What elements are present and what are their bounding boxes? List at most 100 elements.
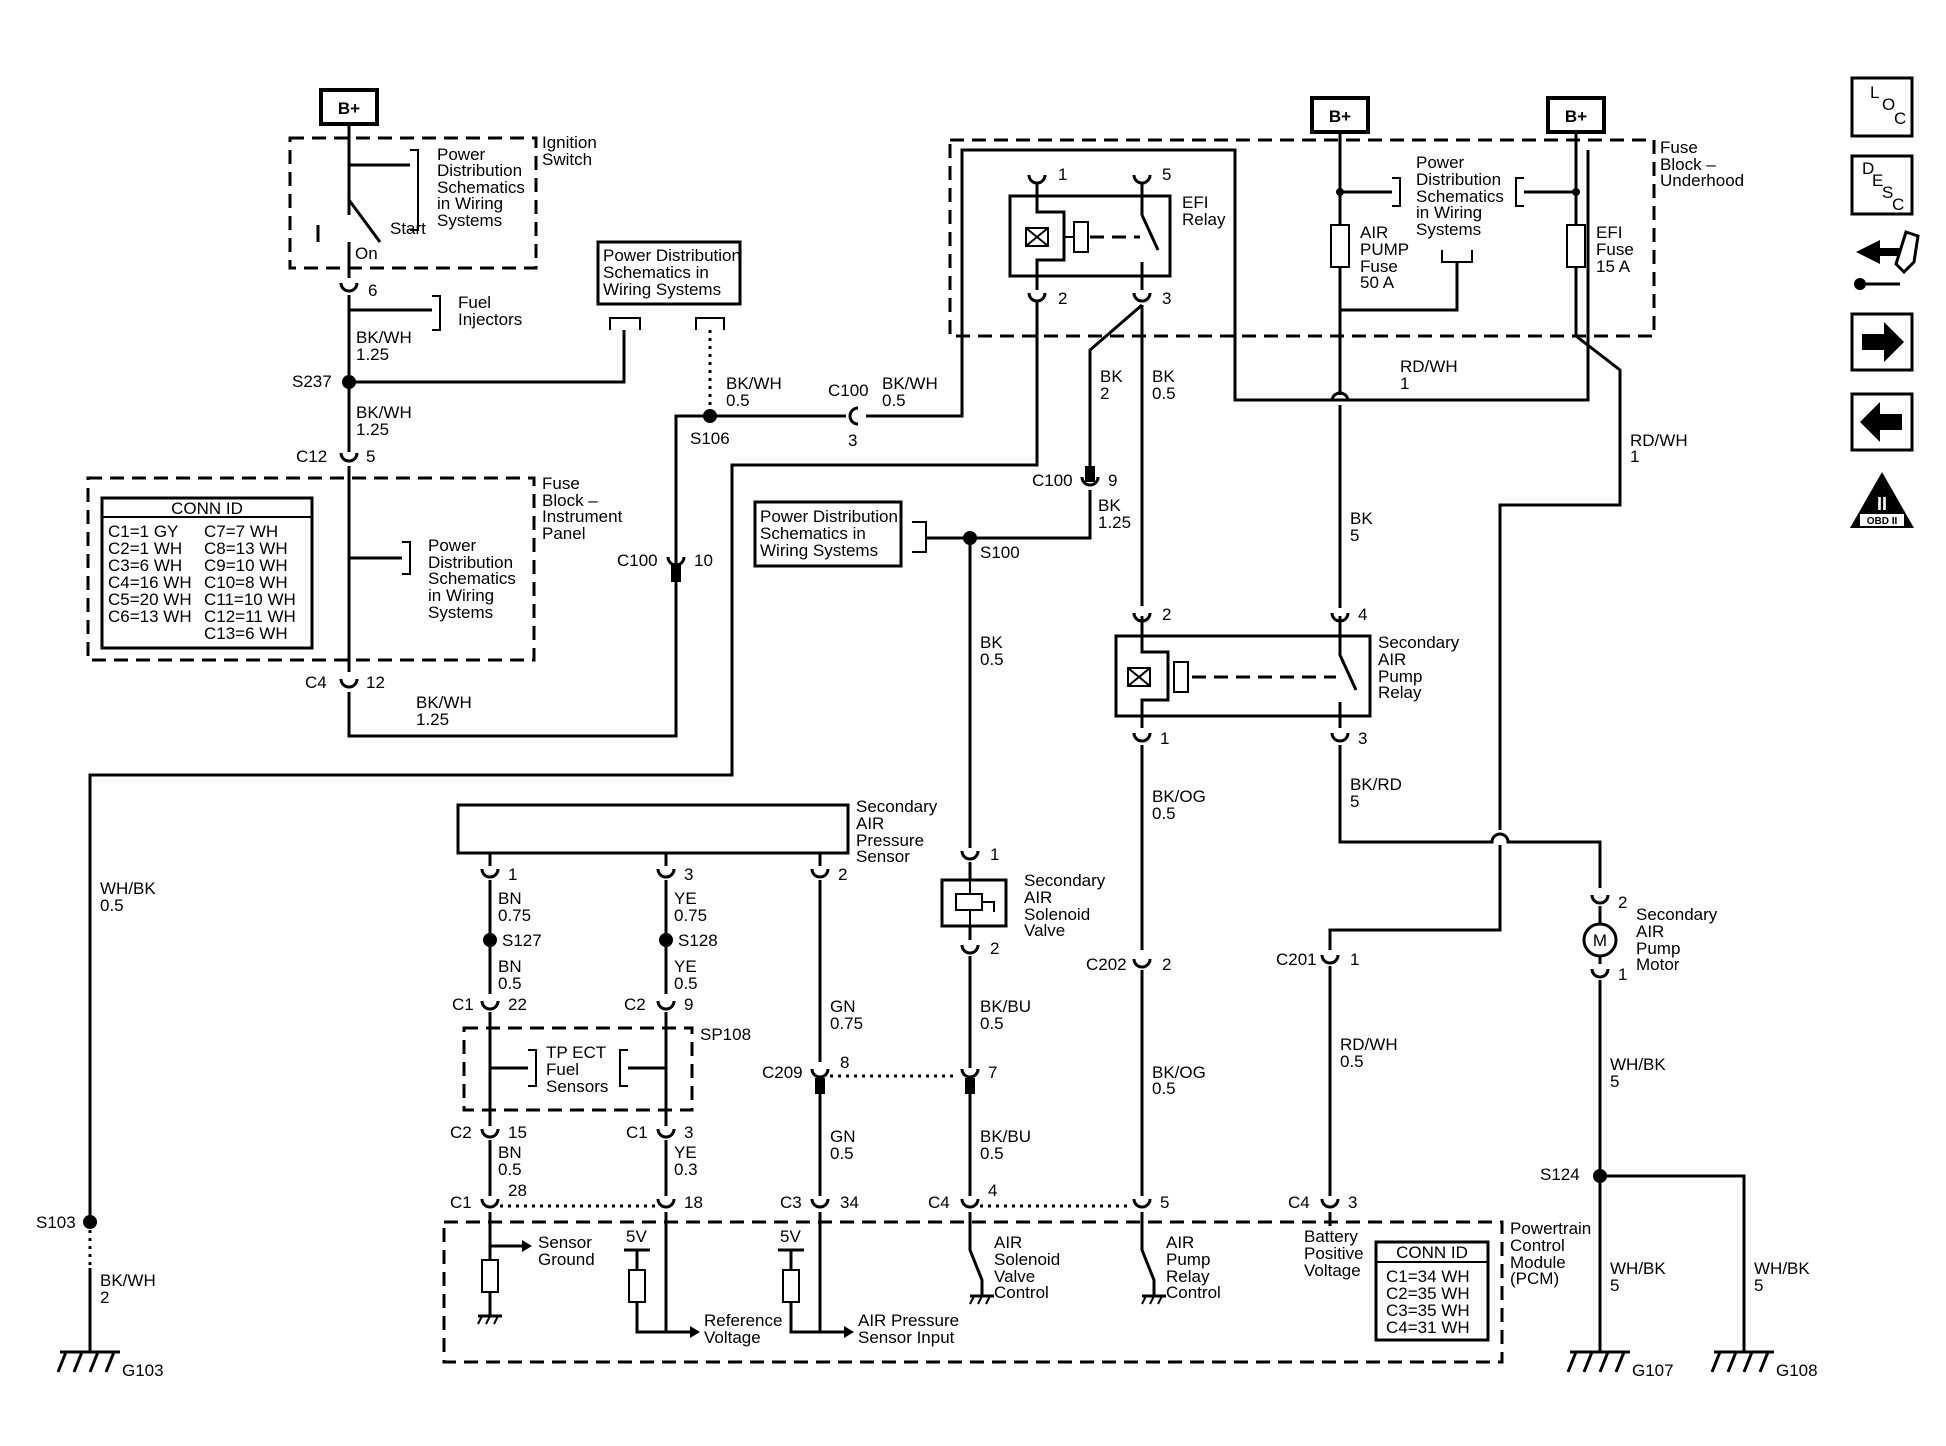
svg-text:Solenoid: Solenoid — [994, 1250, 1060, 1269]
svg-text:2: 2 — [1618, 893, 1627, 912]
svg-text:0.5: 0.5 — [1340, 1052, 1364, 1071]
svg-text:0.3: 0.3 — [674, 1160, 698, 1179]
svg-text:0.5: 0.5 — [980, 1014, 1004, 1033]
svg-text:Distribution: Distribution — [437, 161, 522, 180]
conn-id-entry: C3=6 WH — [108, 556, 182, 575]
svg-text:15: 15 — [508, 1123, 527, 1142]
svg-text:B+: B+ — [1329, 107, 1351, 126]
svg-text:AIR Pressure: AIR Pressure — [858, 1311, 959, 1330]
desc-icon[interactable]: D E S C — [1850, 154, 1914, 216]
arrow-right-icon[interactable] — [1850, 312, 1914, 372]
conn-id-entry: C2=1 WH — [108, 539, 182, 558]
svg-text:Control: Control — [994, 1283, 1049, 1302]
svg-text:Schematics: Schematics — [1416, 187, 1504, 206]
secondary-air-pump-relay: Secondary AIR Pump Relay — [1114, 633, 1460, 718]
svg-text:AIR: AIR — [856, 814, 884, 833]
svg-text:BN: BN — [498, 957, 522, 976]
svg-text:EFI: EFI — [1596, 223, 1622, 242]
svg-text:GN: GN — [830, 1127, 856, 1146]
svg-text:Power Distribution: Power Distribution — [760, 507, 898, 526]
svg-text:5: 5 — [1610, 1276, 1619, 1295]
bplus-right: B+ — [1546, 96, 1606, 134]
conn-id-entry: C5=20 WH — [108, 590, 192, 609]
svg-text:Sensor: Sensor — [538, 1233, 592, 1252]
svg-text:Schematics in: Schematics in — [760, 524, 866, 543]
svg-text:12: 12 — [366, 673, 385, 692]
s237-label: S237 — [292, 372, 332, 391]
svg-text:Module: Module — [1510, 1253, 1566, 1272]
conn-id-entry: C7=7 WH — [204, 522, 278, 541]
svg-text:D: D — [1862, 159, 1874, 178]
svg-text:BK: BK — [1098, 496, 1121, 515]
secondary-air-pump-motor: M Secondary AIR Pump Motor — [1582, 905, 1718, 974]
svg-text:Voltage: Voltage — [1304, 1261, 1361, 1280]
svg-text:BK/RD: BK/RD — [1350, 775, 1402, 794]
pds-box-mid: Power Distribution Schematics in Wiring … — [753, 500, 903, 568]
svg-text:Solenoid: Solenoid — [1024, 905, 1090, 924]
svg-text:1.25: 1.25 — [356, 345, 389, 364]
svg-text:Valve: Valve — [994, 1267, 1035, 1286]
svg-text:1: 1 — [1630, 447, 1639, 466]
svg-text:Block –: Block – — [542, 491, 598, 510]
svg-text:1.25: 1.25 — [1098, 513, 1131, 532]
svg-text:C1: C1 — [626, 1123, 648, 1142]
svg-text:AIR: AIR — [1024, 888, 1052, 907]
svg-text:Powertrain: Powertrain — [1510, 1219, 1591, 1238]
svg-text:Ground: Ground — [538, 1250, 595, 1269]
svg-text:9: 9 — [1108, 471, 1117, 490]
splice-s103 — [83, 1215, 97, 1229]
svg-text:0.5: 0.5 — [100, 896, 124, 915]
svg-text:0.5: 0.5 — [1152, 384, 1176, 403]
svg-text:WH/BK: WH/BK — [100, 879, 156, 898]
svg-text:0.5: 0.5 — [498, 1160, 522, 1179]
svg-text:Power: Power — [437, 145, 486, 164]
svg-text:15 A: 15 A — [1596, 257, 1631, 276]
loc-icon[interactable]: L O C — [1850, 76, 1914, 138]
svg-text:C1=34 WH: C1=34 WH — [1386, 1267, 1470, 1286]
air-pump-fuse-50a: AIR PUMP Fuse 50 A — [1330, 223, 1409, 292]
tools-icon[interactable] — [1854, 230, 1920, 290]
svg-text:BK: BK — [1350, 509, 1373, 528]
svg-text:OBD II: OBD II — [1867, 516, 1898, 527]
svg-text:S: S — [1882, 183, 1893, 202]
svg-text:BK/WH: BK/WH — [726, 374, 782, 393]
svg-text:L: L — [1870, 83, 1879, 102]
svg-text:TP ECT: TP ECT — [546, 1043, 606, 1062]
svg-text:1: 1 — [1058, 165, 1067, 184]
svg-text:2: 2 — [990, 939, 999, 958]
bplus-mid: B+ — [1310, 96, 1370, 134]
svg-text:O: O — [1882, 95, 1895, 114]
svg-text:in Wiring: in Wiring — [1416, 203, 1482, 222]
svg-text:PUMP: PUMP — [1360, 240, 1409, 259]
svg-text:5: 5 — [1754, 1276, 1763, 1295]
obd-ii-icon[interactable]: II OBD II — [1850, 472, 1914, 528]
svg-text:BK/BU: BK/BU — [980, 1127, 1031, 1146]
svg-text:B+: B+ — [338, 99, 360, 118]
svg-text:Reference: Reference — [704, 1311, 782, 1330]
svg-text:4: 4 — [988, 1181, 997, 1200]
svg-text:WH/BK: WH/BK — [1754, 1259, 1810, 1278]
svg-text:EFI: EFI — [1182, 193, 1208, 212]
svg-text:SP108: SP108 — [700, 1025, 751, 1044]
svg-text:34: 34 — [840, 1193, 859, 1212]
conn-id-entry: C8=13 WH — [204, 539, 288, 558]
svg-text:RD/WH: RD/WH — [1630, 431, 1688, 450]
svg-text:C209: C209 — [762, 1063, 803, 1082]
svg-text:G108: G108 — [1776, 1361, 1818, 1380]
pds-box-left: Power Distribution Schematics in Wiring … — [596, 240, 742, 306]
svg-text:Wiring Systems: Wiring Systems — [603, 280, 721, 299]
svg-text:Secondary: Secondary — [1636, 905, 1718, 924]
arrow-left-icon[interactable] — [1850, 392, 1914, 452]
svg-text:Secondary: Secondary — [856, 797, 938, 816]
svg-text:Valve: Valve — [1024, 921, 1065, 940]
svg-text:3: 3 — [848, 431, 857, 450]
svg-text:2: 2 — [1058, 289, 1067, 308]
conn-id-entry: C6=13 WH — [108, 607, 192, 626]
fuse-block-instrument-panel: Fuse Block – Instrument Panel CONN ID C1… — [86, 474, 623, 662]
svg-text:Fuel: Fuel — [458, 293, 491, 312]
svg-text:Fuel: Fuel — [546, 1060, 579, 1079]
svg-text:AIR: AIR — [1378, 650, 1406, 669]
svg-text:GN: GN — [830, 997, 856, 1016]
